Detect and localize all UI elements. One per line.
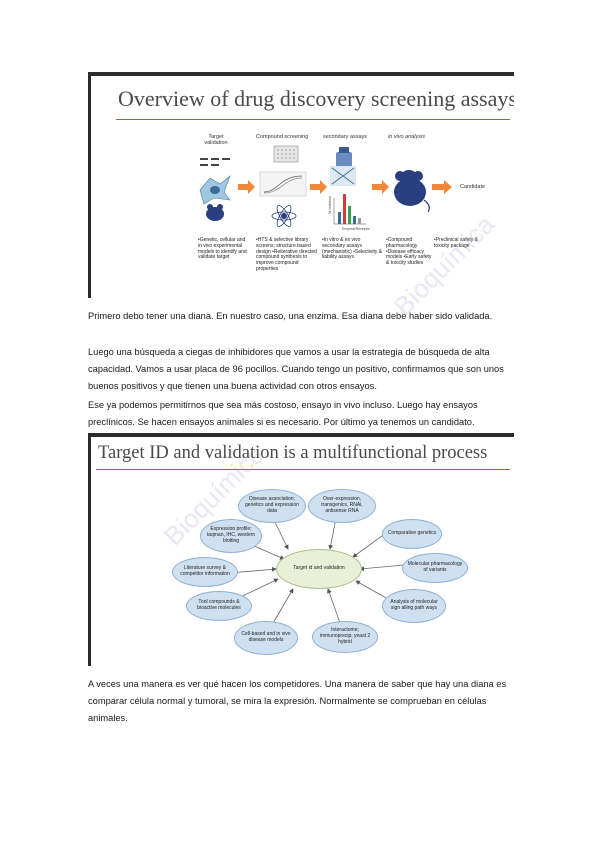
slide-top-border (88, 433, 514, 437)
slide-title: Target ID and validation is a multifunct… (98, 443, 488, 463)
gel-bands-icon (200, 158, 230, 166)
node-comparative-genetics: Comparative genetics (382, 519, 442, 549)
stage-label-compound-screening: Compound screening (256, 134, 309, 140)
node-literature-survey: Literature survey & competitor informati… (172, 557, 238, 587)
cell-cluster-icon (330, 166, 356, 186)
title-rule (96, 469, 510, 470)
stage-label-in-vivo: in vivo analysis (388, 134, 425, 140)
slide-target-id-validation: Target ID and validation is a multifunct… (88, 433, 514, 666)
node-molecular-pharmacology: Molecular pharmacology of variants (402, 553, 468, 583)
stage-label-target-validation: Target validation (204, 134, 228, 146)
arrow-1 (238, 180, 255, 194)
workflow-illustration: % inhibition Enzyme/Receptor (199, 145, 452, 231)
molecule-icon (271, 205, 297, 227)
node-signalling-pathways: Analysis of molecular sign alling path w… (382, 589, 446, 623)
slide-title: Overview of drug discovery screening ass… (118, 86, 514, 111)
plate-icon (273, 145, 299, 163)
dose-response-icon (259, 171, 307, 197)
desc-preclinical: •Preclinical safety & toxicity package (434, 237, 478, 249)
large-mouse-icon (394, 170, 430, 213)
desc-in-vivo: •Compound pharmacology •Disease efficacy… (386, 237, 432, 267)
desc-target-validation: •Genetic, cellular and in vivo experimen… (198, 237, 247, 261)
title-rule (116, 119, 510, 120)
node-cell-based-models: Cell-based and in vivo disease models (234, 621, 298, 655)
node-expression-profile: Expression profile; taqman, IHC, western… (200, 519, 262, 553)
paragraph-2: Luego una búsqueda a ciegas de inhibidor… (88, 347, 504, 391)
candidate-label: Candidate (460, 184, 486, 190)
node-tool-compounds: Tool compounds & bioactive molecules (186, 591, 252, 621)
center-node-target-validation: Target id and validation (276, 549, 362, 589)
paragraph-3: Ese ya podemos permitirnos que sea más c… (88, 400, 478, 427)
chart-x-label: Enzyme/Receptor (342, 227, 371, 231)
arrow-2 (310, 180, 327, 194)
cell-icon (199, 175, 231, 205)
bar-chart-icon (333, 194, 366, 225)
node-over-expression: Over-expression, transgenics, RNAi, anti… (308, 489, 376, 523)
stage-label-secondary-assays: secondary assays (323, 134, 368, 140)
chart-axis-label: % inhibition (328, 196, 332, 214)
slide-drug-discovery-overview: Overview of drug discovery screening ass… (88, 72, 514, 298)
slide-left-border (88, 72, 91, 298)
paragraph-1: Primero debo tener una diana. En nuestro… (88, 311, 493, 321)
node-interactome: Interactome; immunoprecip; yeast 2 hybri… (312, 621, 378, 653)
mouse-icon (206, 204, 224, 221)
desc-secondary-assays: •In vitro & ex vivo secondary assays (me… (322, 237, 383, 261)
slide-top-border (88, 72, 514, 76)
paragraph-4: A veces una manera es ver qué hacen los … (88, 679, 507, 723)
desc-compound-screening: •HTS & selective library screens; struct… (256, 237, 317, 272)
slide-left-border (88, 433, 91, 666)
arrow-4 (432, 180, 452, 194)
connector-arrows (227, 517, 405, 626)
node-disease-association: Disease association; genetics and expres… (238, 489, 306, 523)
arrow-3 (372, 180, 389, 194)
